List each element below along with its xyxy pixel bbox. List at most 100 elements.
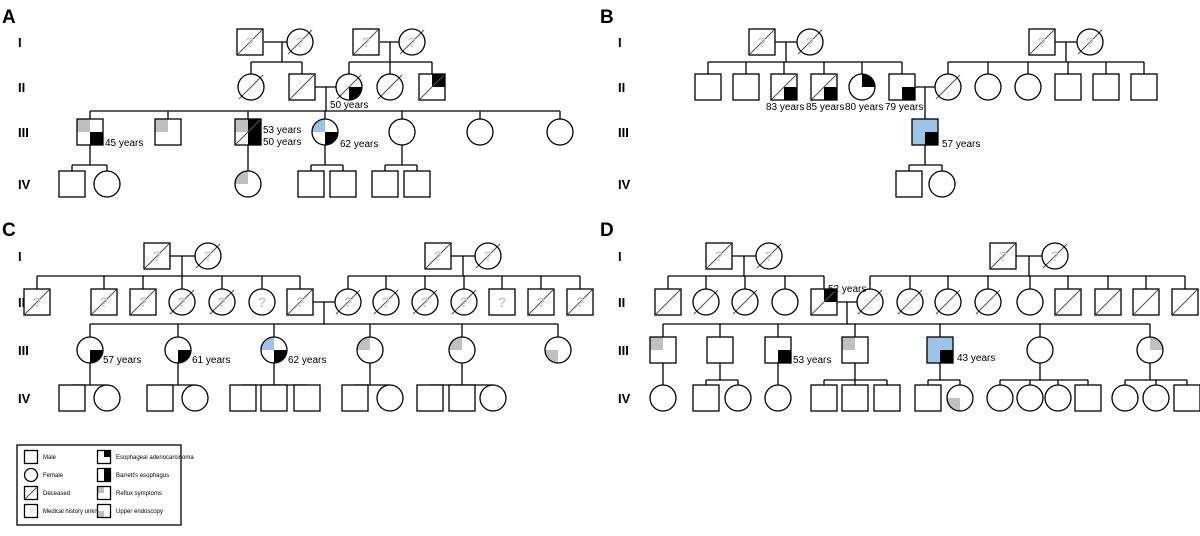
- age-label: 50 years: [263, 137, 301, 148]
- generation-label: IV: [18, 177, 31, 192]
- male-individual: ?: [748, 28, 776, 56]
- age-label: 45 years: [105, 138, 143, 149]
- female-individual: ?: [1041, 242, 1069, 270]
- quadrant-fill: [902, 87, 915, 100]
- deceased-slash: [1133, 289, 1159, 315]
- panel-letter: B: [600, 7, 614, 28]
- female-individual: [181, 384, 209, 412]
- unknown-mark: ?: [246, 34, 255, 50]
- female-individual: [1026, 336, 1054, 364]
- male-individual: [403, 170, 431, 198]
- quadrant-fill: [927, 337, 940, 350]
- female-individual: [237, 73, 265, 101]
- deceased-slash: [24, 289, 50, 315]
- deceased-slash: [1077, 29, 1103, 55]
- male-individual: [692, 384, 720, 412]
- unknown-mark: ?: [362, 34, 371, 50]
- female-individual: [76, 336, 104, 364]
- female-individual: [934, 73, 962, 101]
- female-individual: ?: [411, 288, 439, 316]
- male-individual: [1173, 384, 1200, 412]
- male-individual: [418, 73, 446, 101]
- male-individual: [764, 336, 792, 364]
- female-individual: [448, 336, 476, 364]
- unknown-mark: ?: [421, 294, 430, 310]
- male-individual: [694, 73, 722, 101]
- deceased-slash: [857, 289, 883, 315]
- deceased-slash: [475, 243, 501, 269]
- female-individual: [234, 170, 262, 198]
- unknown-mark: ?: [1038, 34, 1047, 50]
- generation-label: II: [18, 295, 25, 310]
- female-individual: ?: [474, 242, 502, 270]
- deceased-slash: [706, 243, 732, 269]
- deceased-slash: [811, 74, 837, 100]
- female-individual: [93, 170, 121, 198]
- unknown-mark: ?: [296, 294, 305, 310]
- unknown-mark: ?: [29, 509, 33, 516]
- generation-label: I: [18, 35, 22, 50]
- male-individual: [58, 170, 86, 198]
- female-individual: ?: [248, 288, 276, 316]
- female-individual: [376, 73, 404, 101]
- quadrant-fill: [97, 511, 104, 518]
- deceased-slash: [425, 243, 451, 269]
- male-individual: ?: [352, 28, 380, 56]
- male-individual: [293, 384, 321, 412]
- generation-label: III: [18, 125, 29, 140]
- generation-label: I: [618, 35, 622, 50]
- deceased-slash: [1042, 243, 1068, 269]
- female-individual: ?: [1076, 28, 1104, 56]
- female-individual: [546, 118, 574, 146]
- legend-label: Barrett's esophagus: [116, 473, 169, 479]
- deceased-slash: [567, 289, 593, 315]
- female-individual: [544, 336, 572, 364]
- female-individual: ?: [796, 28, 824, 56]
- deceased-slash: [195, 243, 221, 269]
- generation-label: III: [618, 125, 629, 140]
- generation-label: II: [18, 80, 25, 95]
- generation-label: III: [18, 343, 29, 358]
- unknown-mark: ?: [1086, 34, 1095, 50]
- male-individual: [297, 170, 325, 198]
- male-individual: [1171, 288, 1199, 316]
- quadrant-fill: [235, 119, 248, 132]
- quadrant-fill: [77, 119, 90, 132]
- female-individual: [896, 288, 924, 316]
- female-individual: [388, 118, 416, 146]
- unknown-mark: ?: [498, 294, 507, 310]
- age-label: 50 years: [330, 100, 368, 111]
- panel-letter: A: [2, 7, 16, 28]
- male-individual: [911, 118, 939, 146]
- deceased-slash: [771, 74, 797, 100]
- female-individual: [731, 288, 759, 316]
- unknown-mark: ?: [258, 294, 267, 310]
- male-individual: ?: [424, 242, 452, 270]
- female-individual: ?: [755, 242, 783, 270]
- deceased-slash: [975, 289, 1001, 315]
- female-individual: [1016, 288, 1044, 316]
- male-individual: [288, 73, 316, 101]
- female-individual: [1111, 384, 1139, 412]
- female-individual: [974, 288, 1002, 316]
- unknown-mark: ?: [204, 248, 213, 264]
- quadrant-fill: [925, 119, 938, 132]
- male-individual: [229, 384, 257, 412]
- legend-label: Esophageal adenocarcinoma: [116, 455, 194, 461]
- male-individual: [58, 384, 86, 412]
- male-individual: [1054, 73, 1082, 101]
- deceased-slash: [935, 289, 961, 315]
- male-individual: [341, 384, 369, 412]
- female-individual: [771, 288, 799, 316]
- unknown-mark: ?: [715, 248, 724, 264]
- deceased-slash: [235, 119, 261, 145]
- male-individual: [1130, 73, 1158, 101]
- unknown-mark: ?: [484, 248, 493, 264]
- deceased-slash: [399, 29, 425, 55]
- deceased-slash: [377, 74, 403, 100]
- unknown-mark: ?: [100, 294, 109, 310]
- male-individual: ?: [989, 242, 1017, 270]
- female-individual: [1136, 336, 1164, 364]
- deceased-slash: [25, 487, 37, 499]
